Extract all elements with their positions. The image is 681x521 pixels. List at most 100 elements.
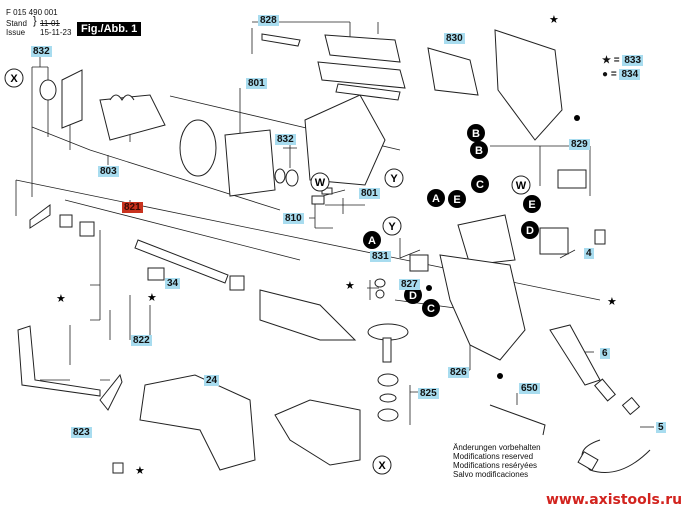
brace: } [33,15,37,27]
connector-a-2 [363,231,381,249]
stand-label: Stand [6,19,27,28]
leader-810 [309,189,346,229]
gear-housing-part [274,399,361,466]
label-6: 6 [600,348,610,359]
part-number: F 015 490 001 [6,8,58,17]
connector-d-1-text: D [409,290,417,302]
connector-y-top-text: Y [390,173,398,185]
label-825: 825 [418,388,439,399]
dot-icon: ● [602,69,609,80]
connector-d-1 [404,286,422,304]
connector-b-1 [467,124,485,142]
legend-star-part: 833 [622,55,644,66]
label-810: 810 [283,213,304,224]
front-housing-part [139,374,256,471]
bearing-832b-a [274,168,286,184]
connector-a-1 [427,189,445,207]
leader-831 [399,238,421,259]
switch-part [539,227,569,255]
power-cord-part [581,439,651,473]
note-de: Änderungen vorbehalten [453,443,541,452]
star-marker: ★ [549,14,559,26]
foot-part [112,462,124,474]
cover-part [324,34,401,63]
label-650: 650 [519,383,540,394]
baffle-part [61,69,83,129]
leader-801b [325,198,365,214]
connector-e-1-text: E [453,194,460,206]
cable-clamp-part [621,396,641,416]
legend-equals: = [613,55,620,66]
label-828: 828 [258,15,279,26]
legend-star-row: ★ = 833 [602,55,644,66]
connector-y-top [384,168,404,188]
connector-x-top-text: X [10,73,18,85]
dot-marker [574,115,580,121]
connector-b-2 [470,141,488,159]
label-832-mid: 832 [275,134,296,145]
legend-dot-part: 834 [619,69,641,80]
issue-label: Issue [6,28,26,37]
leader-822b [109,295,151,340]
website-link[interactable]: www.axistools.ru [546,492,681,508]
label-34: 34 [165,278,181,289]
gear-shaft-part [382,337,392,363]
clamp-part [147,267,165,281]
handle-shell-part [494,29,563,141]
connector-x-bottom [372,455,392,475]
plunger-part [134,239,229,284]
star-marker: ★ [56,293,66,305]
connector-y-bottom-text: Y [388,221,396,233]
grip-insert-part [457,214,516,266]
leader-822 [90,230,101,321]
label-821: 821 [122,202,143,213]
connector-c-2-text: C [427,303,435,315]
armature-fan [109,94,135,101]
star-icon: ★ [602,55,611,66]
label-5: 5 [656,422,666,433]
connector-w-right [511,175,531,195]
label-830: 830 [444,33,465,44]
cable-guard-part [549,324,601,386]
connector-a-1-text: A [432,193,440,205]
connector-w-left [310,172,330,192]
label-4: 4 [584,248,594,259]
bearing-832b-b [285,169,299,187]
suppressor-part [409,254,429,272]
legend-equals: = [610,69,617,80]
endplate-part [179,119,217,177]
guide-block-part [229,275,245,291]
connector-x-top [4,68,24,88]
star-marker: ★ [607,296,617,308]
figure-title: Fig./Abb. 1 [77,22,142,36]
lever-part [29,204,51,229]
terminal-part [594,229,606,245]
gasket-part [335,83,401,101]
note-es: Salvo modificaciones [453,470,529,479]
star-marker: ★ [147,292,157,304]
bearing-825-b [377,408,399,422]
bearing-825-a [377,373,399,387]
roller-bracket-part [59,214,73,228]
connector-e-2 [523,195,541,213]
modification-notes: Änderungen vorbehalten Modifications res… [453,443,541,479]
connector-c-1-text: C [476,179,484,191]
label-801-mid: 801 [359,188,380,199]
connector-e-1 [448,190,466,208]
plug-part [577,451,599,471]
issue-value: 15-11-23 [40,28,72,37]
dot-marker [426,285,432,291]
cable-sleeve-part [594,378,616,402]
capacitor-part [557,169,587,189]
connector-b-2-text: B [475,145,483,157]
star-marker: ★ [135,465,145,477]
handle-half-830 [427,47,479,96]
label-827: 827 [399,279,420,290]
roller-part [79,221,95,237]
label-801-top: 801 [246,78,267,89]
dot-marker [497,373,503,379]
motor-housing-part [304,94,386,186]
leader-828 [251,21,379,54]
label-829: 829 [569,139,590,150]
